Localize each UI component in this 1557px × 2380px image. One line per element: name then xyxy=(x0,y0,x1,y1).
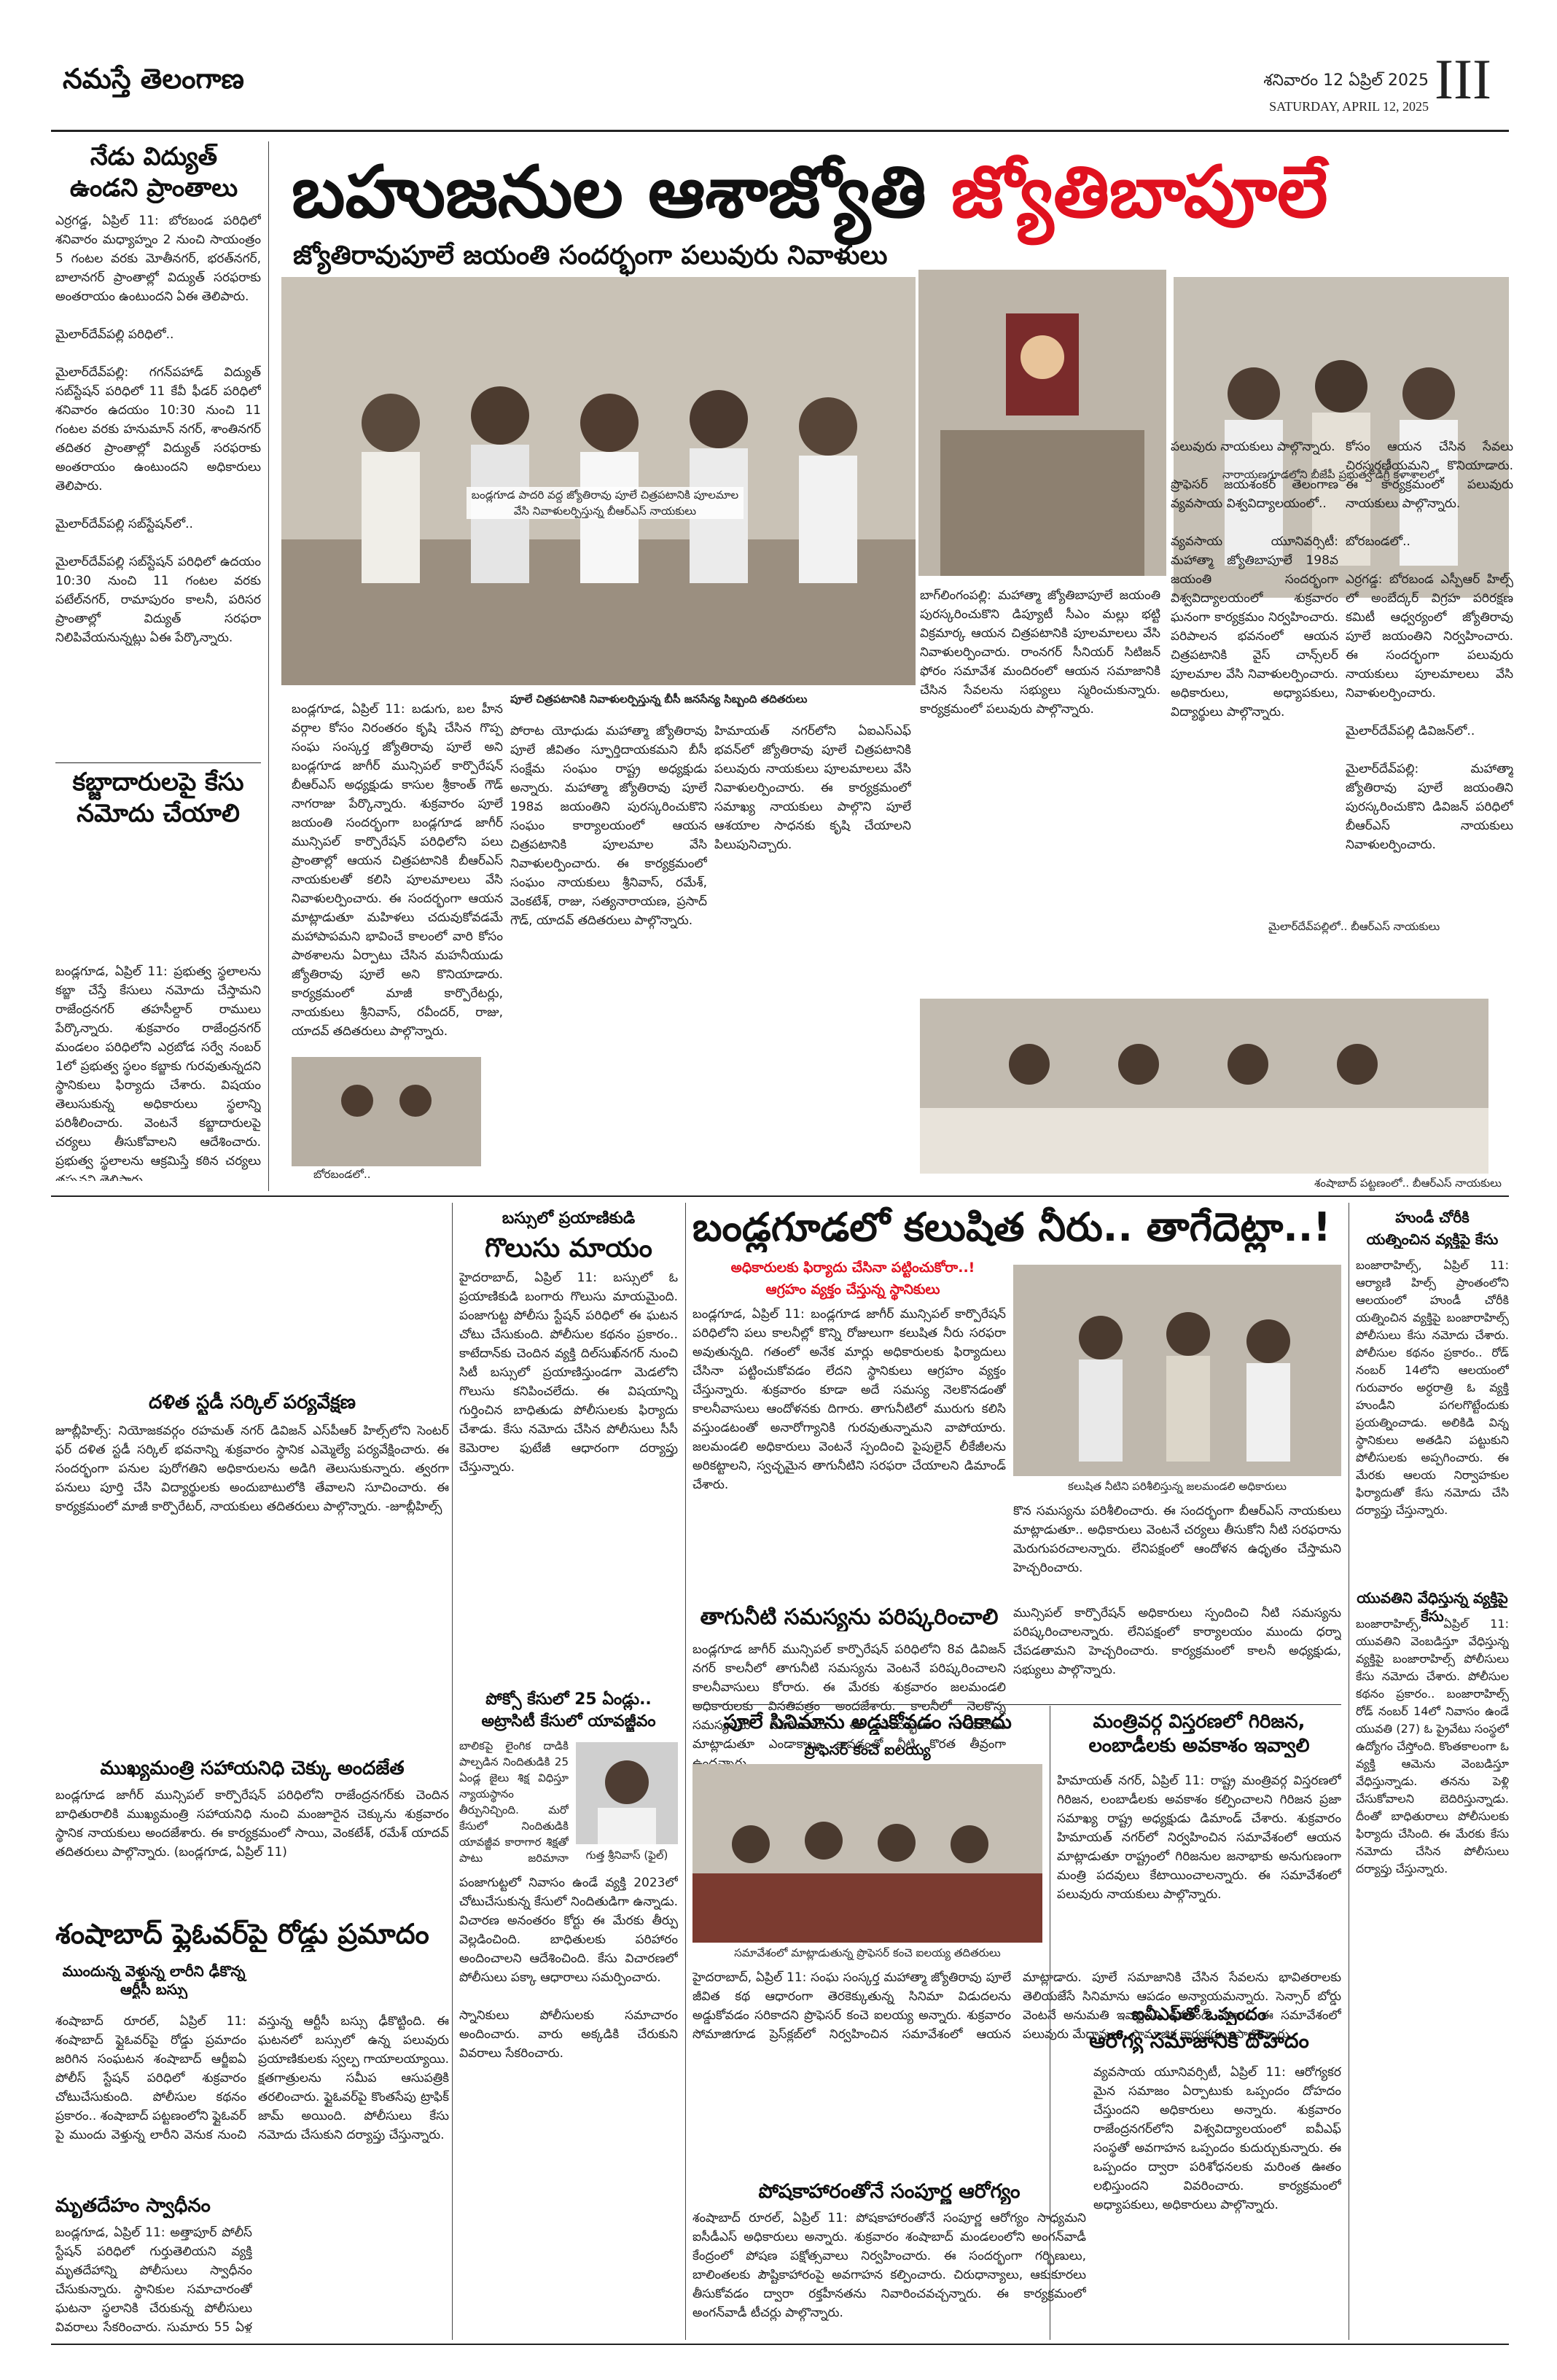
paper-name: నమస్తే తెలంగాణ xyxy=(63,63,244,95)
water-subhead-2: తాగునీటి సమస్యను పరిష్కరించాలి xyxy=(700,1604,999,1630)
masthead-rule xyxy=(51,130,1509,132)
lead-photo-3-caption: బోరబండలో.. xyxy=(313,1168,371,1181)
cinema-body: హైదరాబాద్, ఏప్రిల్ 11: సంఘ సంస్కర్త మహాత… xyxy=(692,1970,1341,2042)
body-recovered-body: బండ్లగూడ, ఏప్రిల్ 11: అత్తాపూర్ పోలీస్ స… xyxy=(55,2225,252,2333)
lead-body-5: పలువురు నాయకులు పాల్గొన్నారు. ప్రొఫెసర్ … xyxy=(1171,440,1338,719)
column-rule xyxy=(685,1203,686,2340)
lead-photo-5 xyxy=(292,1057,481,1166)
water-headline: బండ్లగూడలో కలుషిత నీరు.. తాగేదెట్లా..! xyxy=(692,1204,1331,1250)
cinema-headline: పూలే సినిమాను అడ్డుకోవడం సరికాదు xyxy=(723,1711,1012,1733)
water-photo xyxy=(1013,1265,1341,1476)
accused-photo xyxy=(576,1742,678,1844)
power-cut-headline: నేడు విద్యుత్ ఉండని ప్రాంతాలు xyxy=(69,142,238,203)
water-side-text-2: మున్సిపల్ కార్పొరేషన్ అధికారులు స్పందించ… xyxy=(1013,1606,1341,1677)
lead-headline: బహుజనుల ఆశాజ్యోతి జ్యోతిబాపూలే xyxy=(292,141,1516,243)
pocso-subhead: పోక్సో కేసులో 25 ఏండ్లు.. xyxy=(485,1690,652,1709)
lead-photo-6-caption: శంషాబాద్ పట్టణంలో.. బీఆర్ఎస్ నాయకులు xyxy=(1314,1177,1502,1190)
accident-body: శంషాబాద్ రూరల్, ఏప్రిల్ 11: శంషాబాద్ ఫ్ల… xyxy=(55,2014,449,2142)
cinema-photo xyxy=(692,1764,1042,1943)
nutrition-headline: పోషకాహారంతోనే సంపూర్ణ ఆరోగ్యం xyxy=(758,2180,1021,2203)
power-cut-body: ఎర్రగడ్డ, ఏప్రిల్ 11: బోరబండ పరిధిలో శని… xyxy=(55,214,261,645)
cinema-photo-caption: సమావేశంలో మాట్లాడుతున్న ప్రొఫెసర్ కంచె ఐ… xyxy=(734,1946,1001,1959)
bus-headline: గొలుసు మాయం xyxy=(485,1233,652,1263)
lead-body-6: కోసం ఆయన చేసిన సేవలు చిరస్మరణీయమని కొనియ… xyxy=(1346,440,1513,852)
pocso-body: బాలికపై లైంగిక దాడికి పాల్పడిన నిందితుడి… xyxy=(459,1739,569,1869)
youth-headline: యువతిని వేధిస్తున్న వ్యక్తిపై కేసు xyxy=(1357,1589,1508,1625)
lead-photo-2 xyxy=(918,270,1166,576)
water-body-2: బండ్లగూడ జాగీర్ మున్సిపల్ కార్పొరేషన్ పర… xyxy=(692,1642,1006,1771)
lead-subheadline: జ్యోతిరావుపూలే జయంతి సందర్భంగా పలువురు న… xyxy=(293,241,888,270)
lead-headline-black: బహుజనుల ఆశాజ్యోతి xyxy=(292,151,926,234)
lead-photo-1 xyxy=(281,277,916,685)
lead-body-3: హిమాయత్ నగర్‌లోని ఏఐఎస్ఎఫ్ భవన్‌లో జ్యోత… xyxy=(714,724,911,852)
hundi-kicker: హుండీ చోరీకి xyxy=(1395,1209,1470,1226)
bus-body: హైదరాబాద్, ఏప్రిల్ 11: బస్సులో ఓ ప్రయాణి… xyxy=(459,1271,678,1475)
lead-photo-4-caption: నారాయణగూడలోని బీజేపీ ప్రభుత్వ డిగ్రీ కళా… xyxy=(1222,468,1446,481)
tribal-body: హిమాయత్ నగర్, ఏప్రిల్ 11: రాష్ట్ర మంత్రి… xyxy=(1057,1774,1341,1902)
hundi-headline: యత్నించిన వ్యక్తిపై కేసు xyxy=(1366,1230,1499,1248)
ivf-body: వ్యవసాయ యూనివర్సిటీ, ఏప్రిల్ 11: ఆరోగ్యక… xyxy=(1093,2065,1341,2212)
youth-body: బంజారాహిల్స్, ఏప్రిల్ 11: యువతిని వెంబడి… xyxy=(1356,1617,1509,1876)
water-subhead-red: అధికారులకు ఫిర్యాదు చేసినా పట్టించుకోరా.… xyxy=(730,1260,975,1276)
footer-rule xyxy=(51,2344,1509,2345)
date-telugu: శనివారం 12 ఏప్రిల్ 2025 xyxy=(1263,71,1429,90)
lead-headline-red: జ్యోతిబాపూలే xyxy=(951,151,1328,234)
bus-body-3: పంజాగుట్టలో నివాసం ఉండే వ్యక్తి 2023లో చ… xyxy=(459,1876,678,2061)
water-body: బండ్లగూడ, ఏప్రిల్ 11: బండ్లగూడ జాగీర్ ము… xyxy=(692,1307,1006,1492)
body-recovered-headline: మృతదేహం స్వాధీనం xyxy=(55,2195,211,2217)
column-rule xyxy=(452,1203,453,2340)
lead-body-1: బండ్లగూడ, ఏప్రిల్ 11: బడుగు, బల హీన వర్గ… xyxy=(292,702,503,1039)
lead-photo-6 xyxy=(920,999,1488,1174)
water-side-text: కొన సమస్యను పరిశీలించారు. ఈ సందర్భంగా బీ… xyxy=(1013,1504,1341,1575)
atrocity-subhead: అట్రాసిటీ కేసులో యావజ్జీవం xyxy=(481,1712,656,1731)
accident-subhead: ముందున్న వెళ్తున్న లారీని ఢీకొన్న ఆర్టీస… xyxy=(62,1962,246,1998)
study-circle-headline: దళిత స్టడీ సర్కిల్ పర్యవేక్షణ xyxy=(148,1392,356,1413)
lead-body-2: పోరాట యోధుడు మహాత్మా జ్యోతిరావు పూలే జీవ… xyxy=(510,724,707,928)
cmrf-body: బండ్లగూడ జాగీర్ మున్సిపల్ కార్పొరేషన్ పర… xyxy=(55,1788,449,1860)
cinema-subhead: ప్రొఫెసర్ కంచె ఐలయ్య xyxy=(804,1741,931,1758)
accused-photo-caption: గుత్త శ్రీనివాస్ (ఫైల్) xyxy=(585,1849,668,1862)
divider xyxy=(55,762,261,763)
cmrf-headline: ముఖ్యమంత్రి సహాయనిధి చెక్కు అందజేత xyxy=(100,1757,405,1779)
accident-headline: శంషాబాద్ ఫ్లైఓవర్‌పై రోడ్డు ప్రమాదం xyxy=(55,1918,429,1950)
hundi-body: బంజారాహిల్స్, ఏప్రిల్ 11: ఆర్యాణి హిల్స్… xyxy=(1356,1258,1509,1517)
bus-kicker: బస్సులో ప్రయాణికుడి xyxy=(502,1209,636,1228)
nutrition-body: శంషాబాద్ రూరల్, ఏప్రిల్ 11: పోషకాహారంతోన… xyxy=(692,2211,1086,2320)
divider xyxy=(692,1704,1341,1705)
lead-photo-1-caption: బండ్లగూడ పాదరి వద్ద జ్యోతిరావు పూలే చిత్… xyxy=(467,487,744,519)
water-subhead: ఆగ్రహం వ్యక్తం చేస్తున్న స్థానికులు xyxy=(765,1281,940,1298)
water-photo-caption: కలుషిత నీటిని పరిశీలిస్తున్న జలమండలి అధి… xyxy=(1068,1480,1287,1493)
tribal-headline: మంత్రివర్గ విస్తరణలో గిరిజన, లంబాడీలకు అ… xyxy=(1088,1711,1310,1757)
lead-photo-5-caption: మైలార్‌దేవ్‌పల్లిలో.. బీఆర్ఎస్ నాయకులు xyxy=(1268,920,1440,933)
section-rule xyxy=(51,1195,1509,1197)
lead-photo-3 xyxy=(1174,277,1509,598)
lead-photo-2-caption: పూలే చిత్రపటానికి నివాళులర్పిస్తున్న బీస… xyxy=(510,692,808,706)
page-number: III xyxy=(1435,47,1491,111)
ivf-headline: ఐవీఎఫ్‌తో ఒప్పందం xyxy=(1131,2004,1267,2024)
ivf-subhead: ఆరోగ్య సమాజానికి దోహదం xyxy=(1089,2029,1309,2053)
date-english: SATURDAY, APRIL 12, 2025 xyxy=(1269,99,1429,114)
encroachment-headline: కబ్జాదారులపై కేసు నమోదు చేయాలి xyxy=(72,768,244,828)
column-rule xyxy=(268,141,269,1191)
study-circle-body: జూబ్లీహిల్స్: నియోజకవర్గం రహమత్ నగర్ డివ… xyxy=(55,1424,449,1514)
encroachment-body: బండ్లగూడ, ఏప్రిల్ 11: ప్రభుత్వ స్థలాలను … xyxy=(55,964,261,1181)
lead-body-4: బాగ్‌లింగంపల్లి: మహాత్మా జ్యోతిబాపూలే జయ… xyxy=(920,588,1160,717)
